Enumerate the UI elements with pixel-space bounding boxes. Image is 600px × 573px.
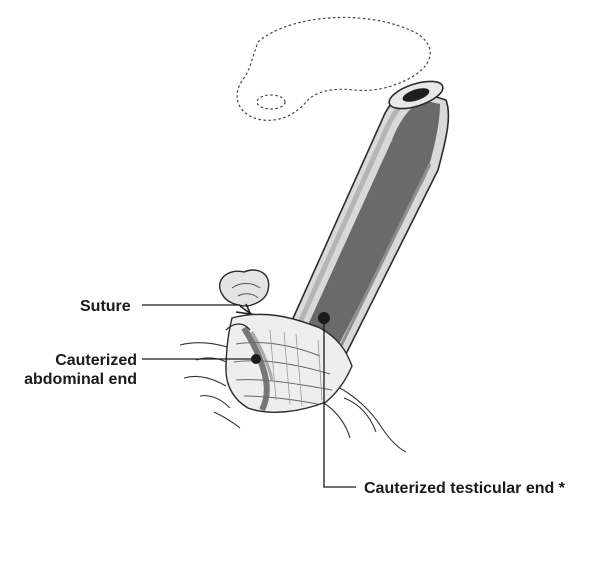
leader-lines — [142, 304, 356, 488]
fascia-sheath — [225, 313, 353, 413]
testicular-end-label: Cauterized testicular end * — [364, 480, 565, 497]
pointer-dots — [251, 312, 330, 364]
abdominal-end-label-line2: abdominal end — [24, 371, 137, 388]
suture-label: Suture — [80, 298, 131, 315]
testicular-segment — [284, 80, 450, 360]
removed-segment-outline — [236, 16, 431, 121]
abdominal-end-label: Cauterized abdominal end — [10, 351, 137, 389]
abdominal-end-label-line1: Cauterized — [55, 352, 137, 369]
